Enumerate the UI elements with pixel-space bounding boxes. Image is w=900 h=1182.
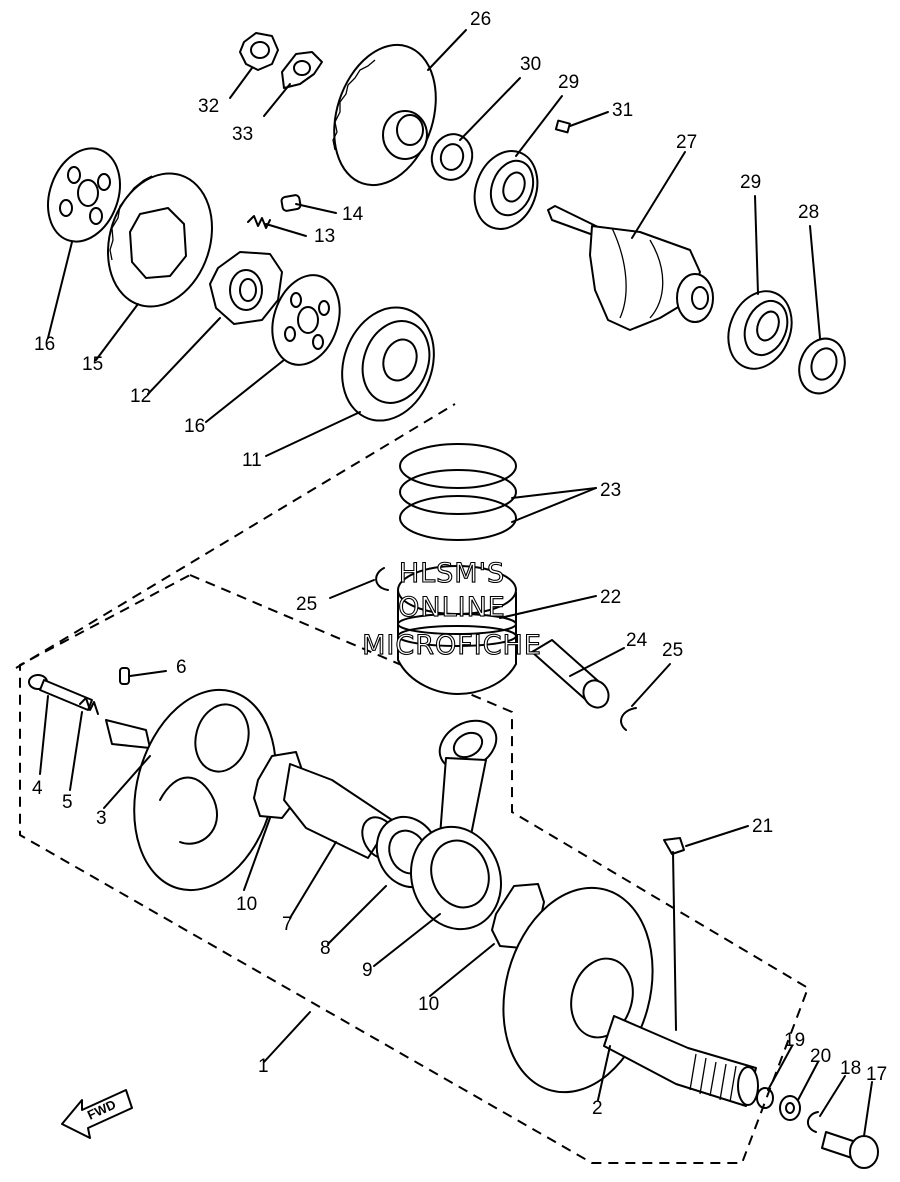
o-ring-part <box>756 1087 774 1109</box>
callout-28: 28 <box>798 202 819 223</box>
fwd-arrow-icon: FWD <box>61 1089 133 1139</box>
callout-16-upper: 16 <box>34 334 55 355</box>
oil-seal-part <box>430 133 474 181</box>
oil-seal-right-part <box>798 337 846 395</box>
callout-11: 11 <box>242 450 262 471</box>
crankshaft-assembly-boundary <box>19 573 810 1164</box>
drive-gear-part <box>107 172 213 308</box>
nut-part <box>239 32 279 71</box>
callout-4: 4 <box>32 778 43 799</box>
callout-10-upper: 10 <box>236 894 257 915</box>
bearing-right-part <box>727 290 793 370</box>
callout-26: 26 <box>470 9 491 30</box>
callout-29-right: 29 <box>740 172 761 193</box>
callout-18: 18 <box>840 1058 861 1079</box>
callout-20: 20 <box>810 1046 831 1067</box>
callout-29-upper: 29 <box>558 72 579 93</box>
watermark: HLSM'S ONLINE MICROFICHE <box>362 557 542 661</box>
callout-5: 5 <box>62 792 73 813</box>
watermark-line-3: MICROFICHE <box>362 630 542 661</box>
callout-1: 1 <box>258 1056 269 1077</box>
callout-17: 17 <box>866 1064 887 1085</box>
bolt-part <box>28 674 93 711</box>
callout-25-left: 25 <box>296 594 317 615</box>
callout-16-middle: 16 <box>184 416 205 437</box>
spring-part <box>247 215 271 229</box>
key-part <box>554 119 571 134</box>
callout-2: 2 <box>592 1098 603 1119</box>
callout-19: 19 <box>784 1030 805 1051</box>
balancer-shaft-part <box>547 205 714 331</box>
balancer-gear-part <box>332 43 437 187</box>
leader-lines <box>39 29 873 1137</box>
callout-23: 23 <box>600 480 621 501</box>
watermark-line-2: ONLINE <box>398 592 506 623</box>
bearing-group-boundary <box>15 403 456 669</box>
callout-21: 21 <box>752 816 773 837</box>
callout-15: 15 <box>82 354 103 375</box>
connecting-rod-part <box>409 719 503 931</box>
callout-27: 27 <box>676 132 697 153</box>
hub-part <box>209 251 283 325</box>
callout-7: 7 <box>282 914 293 935</box>
callout-22: 22 <box>600 587 621 608</box>
plate-upper-part <box>47 147 121 243</box>
callout-24: 24 <box>626 630 648 651</box>
callout-labels: 32 33 26 30 29 31 27 29 28 14 13 16 15 1… <box>32 9 887 1119</box>
woodruff-key-part <box>663 837 685 855</box>
callout-33: 33 <box>232 124 253 145</box>
main-bearing-part <box>341 306 435 422</box>
piston-pin-part <box>531 639 610 709</box>
crank-web-right-part <box>502 886 759 1107</box>
watermark-line-1: HLSM'S <box>399 558 505 589</box>
circlip-left-part <box>375 567 389 591</box>
bearing-upper-part <box>473 150 539 230</box>
dowel-pin-part <box>119 667 130 685</box>
callout-31: 31 <box>612 100 633 121</box>
circlip-small-part <box>807 1111 819 1133</box>
callout-14: 14 <box>342 204 364 225</box>
circlip-right-part <box>620 707 637 731</box>
callout-8: 8 <box>320 938 331 959</box>
piston-part <box>397 565 517 695</box>
washer-part <box>779 1095 801 1121</box>
pin-part <box>280 194 302 212</box>
spring-small-part <box>79 697 99 715</box>
callout-10-lower: 10 <box>418 994 439 1015</box>
callout-32: 32 <box>198 96 219 117</box>
callout-13: 13 <box>314 226 335 247</box>
plate-middle-part <box>271 274 341 366</box>
key-guide-line <box>672 851 677 1031</box>
callout-6: 6 <box>176 657 187 678</box>
callout-25-right: 25 <box>662 640 683 661</box>
callout-9: 9 <box>362 960 373 981</box>
callout-12: 12 <box>130 386 151 407</box>
callout-3: 3 <box>96 808 107 829</box>
callout-30: 30 <box>520 54 541 75</box>
piston-rings-part <box>399 443 517 541</box>
